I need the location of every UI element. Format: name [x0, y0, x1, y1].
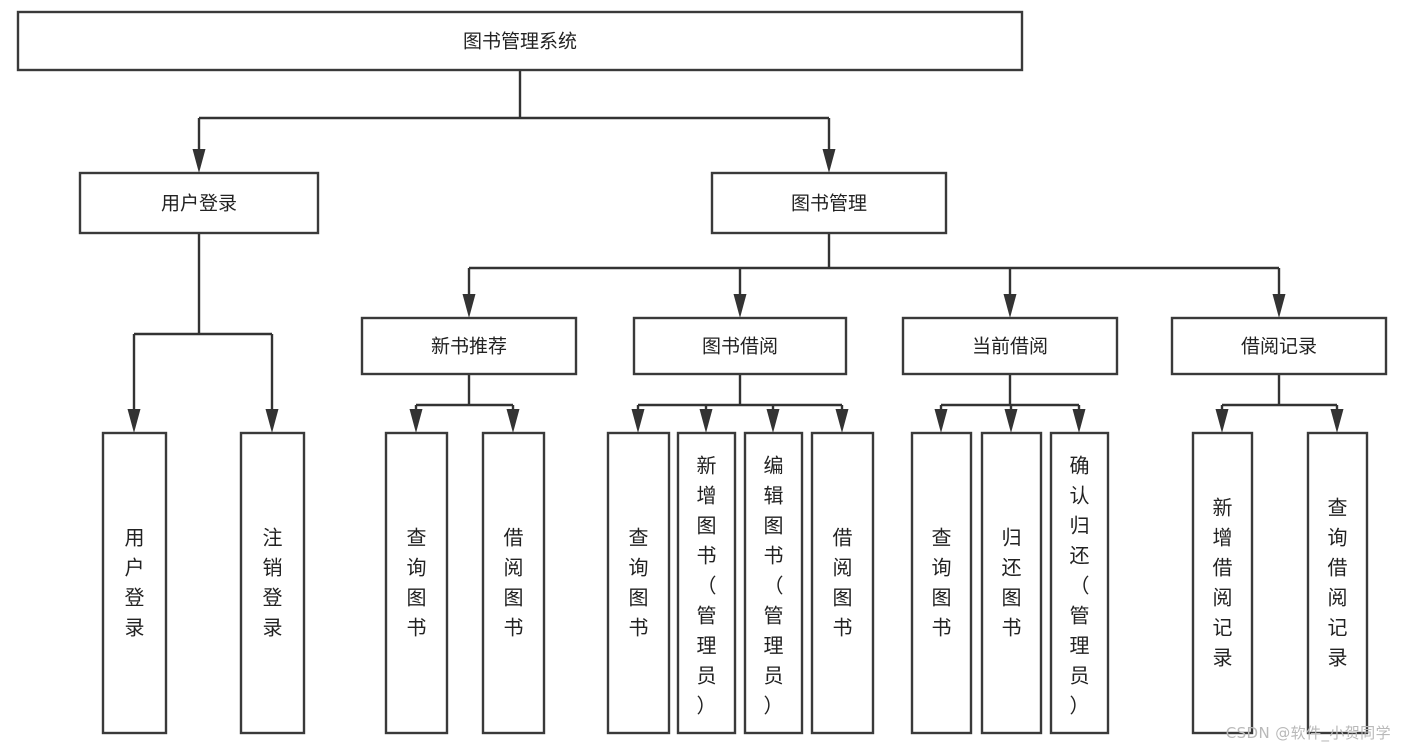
arrow-head-icon	[822, 149, 836, 173]
node-leaf-user-login[interactable]: 用户登录	[101, 431, 168, 735]
node-box	[1306, 431, 1369, 735]
node-box	[481, 431, 546, 735]
node-label: 新增图书（管理员）	[697, 454, 717, 718]
arrow-head-icon	[934, 409, 948, 433]
arrow-head-icon	[1215, 409, 1229, 433]
node-leaf-edit-book[interactable]: 编辑图书（管理员）	[743, 431, 804, 735]
node-label: 确认归还（管理员）	[1070, 454, 1090, 718]
connectors-layer	[127, 70, 1344, 433]
node-user-login[interactable]: 用户登录	[78, 171, 320, 235]
connector-group-book-borrow	[631, 374, 849, 433]
node-label: 注销登录	[263, 526, 283, 640]
node-box	[239, 431, 306, 735]
node-leaf-query-book-3[interactable]: 查询图书	[910, 431, 973, 735]
node-borrow-record[interactable]: 借阅记录	[1170, 316, 1388, 376]
arrow-head-icon	[1272, 294, 1286, 318]
node-box	[980, 431, 1043, 735]
arrow-head-icon	[733, 294, 747, 318]
node-box	[16, 10, 1024, 72]
node-label: 借阅图书	[833, 526, 853, 640]
node-book-manage[interactable]: 图书管理	[710, 171, 948, 235]
arrow-head-icon	[265, 409, 279, 433]
arrow-head-icon	[699, 409, 713, 433]
arrow-head-icon	[766, 409, 780, 433]
node-leaf-query-book-1[interactable]: 查询图书	[384, 431, 449, 735]
connector-group-user-login	[127, 233, 279, 433]
node-label: 用户登录	[161, 193, 237, 215]
node-label: 借阅记录	[1241, 336, 1317, 358]
node-leaf-logout[interactable]: 注销登录	[239, 431, 306, 735]
node-label: 查询图书	[629, 526, 649, 640]
node-label: 新书推荐	[431, 336, 507, 358]
node-label: 查询借阅记录	[1328, 496, 1348, 670]
arrow-head-icon	[1004, 409, 1018, 433]
node-box	[676, 431, 737, 735]
node-label: 查询图书	[407, 526, 427, 640]
node-box	[710, 171, 948, 235]
node-leaf-add-book[interactable]: 新增图书（管理员）	[676, 431, 737, 735]
node-box	[901, 316, 1119, 376]
node-box	[101, 431, 168, 735]
node-box	[910, 431, 973, 735]
node-leaf-return-book[interactable]: 归还图书	[980, 431, 1043, 735]
connector-group-current-borrow	[934, 374, 1086, 433]
node-label: 新增借阅记录	[1213, 496, 1233, 670]
node-label: 图书借阅	[702, 336, 778, 358]
node-label: 查询图书	[932, 526, 952, 640]
node-root[interactable]: 图书管理系统	[16, 10, 1024, 72]
arrow-head-icon	[192, 149, 206, 173]
node-label: 用户登录	[125, 526, 145, 640]
arrow-head-icon	[1072, 409, 1086, 433]
node-box	[743, 431, 804, 735]
node-box	[1191, 431, 1254, 735]
arrow-head-icon	[1003, 294, 1017, 318]
arrow-head-icon	[506, 409, 520, 433]
node-label: 归还图书	[1002, 526, 1022, 640]
connector-group-new-book-recommend	[409, 374, 520, 433]
node-leaf-borrow-book-1[interactable]: 借阅图书	[481, 431, 546, 735]
node-box	[78, 171, 320, 235]
node-leaf-confirm-return[interactable]: 确认归还（管理员）	[1049, 431, 1110, 735]
arrow-head-icon	[631, 409, 645, 433]
nodes-layer: 图书管理系统用户登录图书管理新书推荐图书借阅当前借阅借阅记录用户登录注销登录查询…	[16, 10, 1388, 735]
connector-group-borrow-record	[1215, 374, 1344, 433]
connector-group-book-manage	[462, 233, 1286, 318]
node-current-borrow[interactable]: 当前借阅	[901, 316, 1119, 376]
node-box	[1049, 431, 1110, 735]
arrow-head-icon	[1330, 409, 1344, 433]
arrow-head-icon	[835, 409, 849, 433]
node-label: 图书管理系统	[463, 31, 577, 53]
node-box	[1170, 316, 1388, 376]
node-label: 图书管理	[791, 193, 867, 215]
connector-group-root	[192, 70, 836, 173]
node-label: 编辑图书（管理员）	[764, 454, 784, 718]
node-box	[632, 316, 848, 376]
node-leaf-query-record[interactable]: 查询借阅记录	[1306, 431, 1369, 735]
node-label: 当前借阅	[972, 336, 1048, 358]
node-leaf-borrow-book-2[interactable]: 借阅图书	[810, 431, 875, 735]
node-box	[810, 431, 875, 735]
node-leaf-add-record[interactable]: 新增借阅记录	[1191, 431, 1254, 735]
node-label: 借阅图书	[504, 526, 524, 640]
node-box	[384, 431, 449, 735]
node-box	[360, 316, 578, 376]
node-leaf-query-book-2[interactable]: 查询图书	[606, 431, 671, 735]
arrow-head-icon	[409, 409, 423, 433]
arrow-head-icon	[462, 294, 476, 318]
watermark-text: CSDN @软件_小贺同学	[1225, 724, 1391, 742]
arrow-head-icon	[127, 409, 141, 433]
node-new-book-recommend[interactable]: 新书推荐	[360, 316, 578, 376]
node-box	[606, 431, 671, 735]
node-book-borrow[interactable]: 图书借阅	[632, 316, 848, 376]
